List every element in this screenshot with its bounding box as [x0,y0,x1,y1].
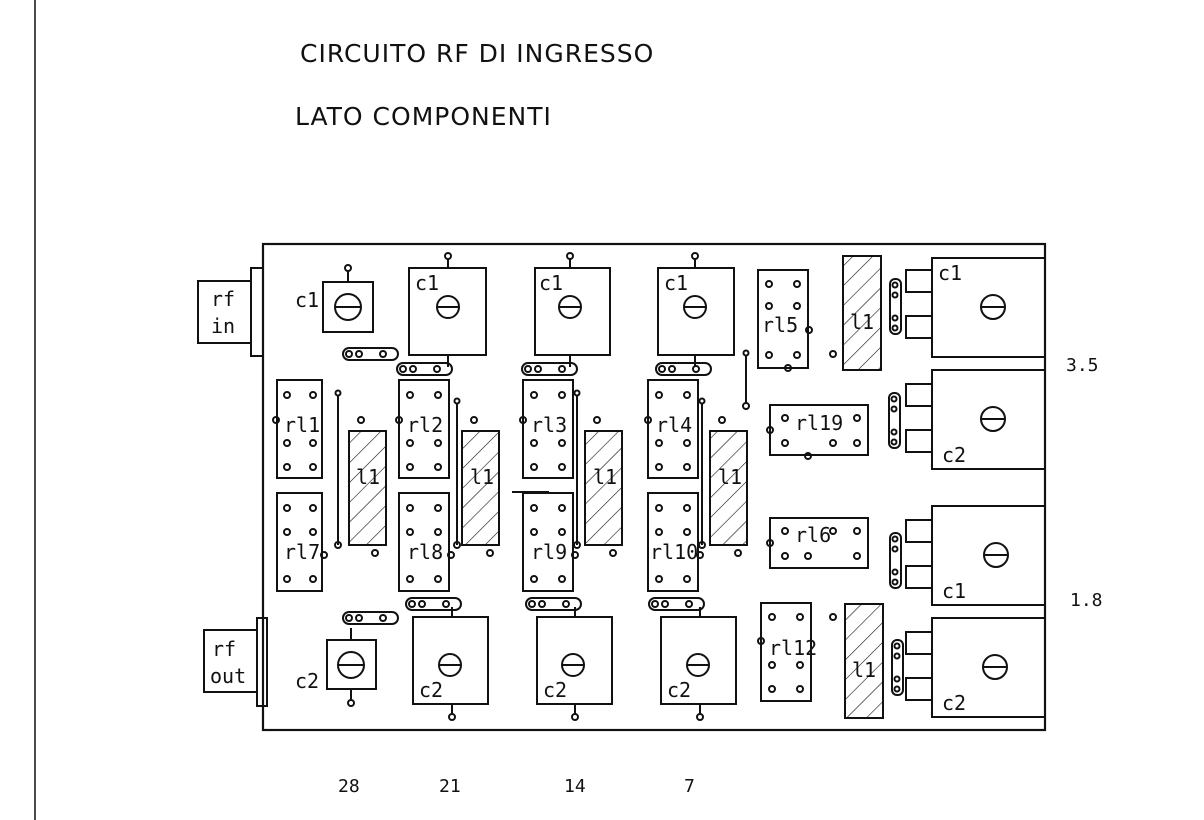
trimmer-c1-3-5 [889,257,1046,358]
label-c2: c2 [419,678,443,702]
link-capsule [521,362,578,376]
label-l1: l1 [593,465,617,489]
relay-rl10 [647,492,704,592]
link-capsule [525,597,582,611]
band-label-14: 14 [564,776,586,797]
band-label-7: 7 [684,776,695,797]
label-rl12: rl12 [769,636,817,660]
rf-out-label-bottom: out [210,664,246,688]
relay-rl7 [276,492,328,592]
diagram-subtitle: LATO COMPONENTI [295,102,552,131]
label-rl4: rl4 [656,413,692,437]
trimmer-c2-3-5 [888,369,1046,470]
rf-out-label-top: rf [212,637,236,661]
link-capsule [342,611,399,625]
label-c2: c2 [543,678,567,702]
link-capsule [648,597,705,611]
label-c1: c1 [664,271,688,295]
trimmer-c1-14 [534,267,611,356]
link-capsule [655,362,712,376]
relay-rl19 [766,404,869,460]
link-capsule [405,597,462,611]
label-c1: c1 [938,261,962,285]
rf-out-connector-flange [256,617,268,707]
trimmer-c2-21 [412,616,489,705]
inductor-l1-7 [709,430,748,546]
rf-in-label-top: rf [211,287,235,311]
label-rl5: rl5 [762,313,798,337]
label-c2: c2 [942,443,966,467]
inductor-l1-21 [461,430,500,546]
trimmer-c2-1-8 [891,617,1046,718]
label-rl7: rl7 [284,540,320,564]
label-rl8: rl8 [407,540,443,564]
link-capsule [342,347,399,361]
label-rl10: rl10 [650,540,698,564]
relay-rl4 [644,379,699,479]
band-label-21: 21 [439,776,461,797]
relay-rl2 [395,379,450,479]
label-l1: l1 [718,465,742,489]
link-capsule [396,362,453,376]
label-c2: c2 [295,669,319,693]
inductor-l1-28 [348,430,387,546]
pcb-board-outline [261,242,1047,732]
label-c2: c2 [667,678,691,702]
trimmer-c2-7 [660,616,737,705]
diagram-title: CIRCUITO RF DI INGRESSO [300,39,654,68]
relay-rl8 [398,492,455,592]
relay-rl12 [757,602,812,702]
inductor-l1-14 [584,430,623,546]
label-l1: l1 [356,465,380,489]
relay-rl3 [519,379,574,479]
band-label-1-8: 1.8 [1070,590,1103,611]
label-rl6: rl6 [795,523,831,547]
inductor-l1-1-8 [844,603,884,719]
label-rl2: rl2 [407,413,443,437]
label-c1: c1 [415,271,439,295]
relay-rl5 [757,269,813,372]
label-rl9: rl9 [531,540,567,564]
label-rl19: rl19 [795,411,843,435]
label-l1: l1 [850,310,874,334]
label-c2: c2 [942,691,966,715]
relay-rl1 [272,379,323,479]
label-rl3: rl3 [531,413,567,437]
label-rl1: rl1 [284,413,320,437]
label-c1: c1 [942,579,966,603]
band-label-3-5: 3.5 [1066,355,1099,376]
relay-rl6 [766,517,869,569]
label-c1: c1 [295,288,319,312]
inductor-l1-3-5 [842,255,882,371]
rf-in-connector-flange [250,267,264,357]
trimmer-c1-1-8 [889,505,1046,606]
rf-in-label-bottom: in [211,314,235,338]
label-l1: l1 [852,658,876,682]
label-c1: c1 [539,271,563,295]
label-l1: l1 [470,465,494,489]
band-label-28: 28 [338,776,360,797]
